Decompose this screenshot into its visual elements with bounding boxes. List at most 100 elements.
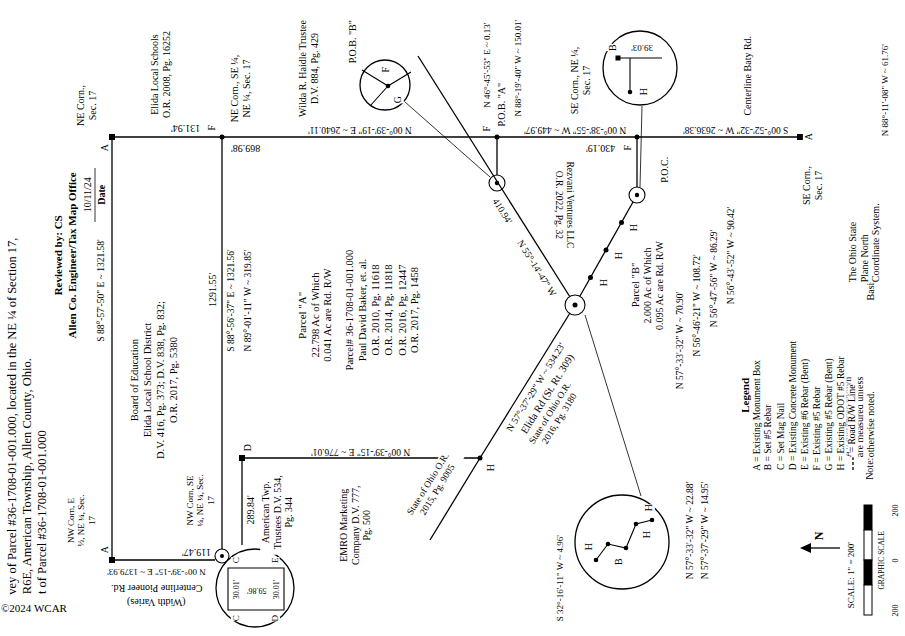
survey-markers [109,134,803,563]
plat-label: Parcel "B" [630,263,642,307]
plat-label: (Width Varies) [127,596,186,608]
plat-label: O.R. 2014, Pg. 11818 [383,265,395,356]
plat-label: N 57°-33'-32" W ~ 22.88' [685,481,696,578]
detail-label: H [637,88,649,95]
detail-label: C [231,615,241,621]
leader-lines [95,102,642,496]
plat-label: Reviewed by: CS [52,215,65,295]
plat-label: H = Existing ODOT #5 Rebar [836,356,847,470]
plat-label: Allen Co. Engineer/Tax Map Office [66,172,79,338]
plat-label: D = Existing Concrete Monument [788,341,799,470]
plat-label: Parcel "A" [296,291,309,338]
plat-label: Centerline Pioneer Rd. [111,582,202,594]
detail-label: E [270,557,280,563]
detail-lines [228,568,284,610]
plat-label: NE Corn., Sec. 17 [75,80,98,130]
plat-label: 10/11/24 [81,177,93,212]
detail-drawing [228,568,284,610]
graphic-scale [864,505,872,615]
plat-label: P.O.B. "B" [346,20,358,63]
plat-label: F [481,126,493,132]
plat-label: C = Set Mag Nail [776,403,787,470]
plat-label: N 46°-45'-53" E ~ 0.13' [482,23,492,108]
detail-circle-outline [603,31,677,105]
detail-label: H [582,543,594,550]
plat-label: GRAPHIC SCALE [877,531,886,590]
plat-label: N 57°-33'-32" W ~ 70.90' [675,291,686,388]
plat-label: A [98,144,110,151]
plat-label: Date [96,185,108,205]
plat-label: F [206,125,218,131]
plat-label: S 32°-16'-11" W ~ 4.96' [555,535,565,621]
rebar-marker [386,84,391,89]
plat-label: Centerline Baty Rd. [742,36,754,116]
plat-label: Paul David Baker, et. al. [357,259,369,362]
plat-label: P.O.C. [659,157,671,183]
plat-label: S 88°-57'-50" E ~ 1321.58' [95,239,106,342]
detail-lines [362,70,411,106]
detail-circle: B 39.03' H [602,30,678,106]
detail-circle-outline [216,549,294,627]
plat-label: 430.19' [586,142,615,154]
plat-label: 1291.55' [207,273,219,307]
plat-label: O.R. 2016, Pg. 12447 [396,264,408,355]
detail-circle: FG [359,59,411,111]
plat-label: 22.798 Ac of Which 0.041 Ac are Rd. R/W [310,260,334,370]
plat-label: N 56°-43'-52" W ~ 90.42' [726,206,737,303]
plat-label: The Ohio State Plane North Coordinate Sy… [847,200,882,282]
detail-label: H [642,504,654,511]
plat-label: 131.94' [171,122,200,134]
detail-label: H [640,531,652,538]
plat-label: D.V. 416, Pg. 373; D.V. 838, Pg. 832; [155,301,167,459]
plat-label: SE Corn., Sec. 17 [801,160,824,210]
plat-label: N 57°-37'-29" W ~ 14.95' [700,481,711,578]
rebar-marker [650,518,655,523]
plat-label: N 56°-47'-56" W ~ 86.29' [709,229,720,326]
plat-label: SCALE: 1" = 200' [846,542,856,608]
plat-label: 2.000 Ac of Which 0.095 Ac are Rd. R/W [642,238,665,333]
plat-label: Legend [739,377,752,412]
plat-label: 119.47' [182,546,211,558]
detail-drawing [362,70,411,106]
plat-label: 289.84' [244,495,256,524]
detail-outline [574,494,670,590]
plat-label: H [612,252,624,259]
plat-label: N 89°-01'-11" W ~ 319.85' [243,249,254,351]
plat-label: H [627,224,639,231]
rebar-marker [628,90,633,95]
plat-label: B = Set #5 Rebar [763,404,774,470]
plat-label: t of Parcel #36-1708-01-001.000 [35,430,49,594]
rebar-marker [594,558,599,563]
plat-label: SE Corn., NE ¼, Sec. 17 [569,43,592,118]
detail-label: 30.01' [232,579,241,598]
plat-label: N 00°-39'-19" E ~ 2640.11' [308,124,412,135]
plat-label: 410.94' [490,196,514,225]
detail-label: 30.01' [272,579,281,598]
detail-label: B [606,44,618,51]
plat-label: N 00°-39'-15" E ~ 1379.93' [107,567,206,577]
plat-label: A [802,133,814,140]
detail-circle: H B H H [574,494,670,590]
plat-label: 869.98' [231,142,260,154]
plat-label: Elida Local School District [142,323,154,438]
detail-label: 39.03' [631,43,653,53]
plat-label: vey of Parcel #36-1708-01-001.000, locat… [5,237,19,594]
detail-lines [596,520,652,560]
plat-label: N 00°-38'-55" W ~ 449.97' [524,124,626,135]
plat-label: E = Existing #6 Rebar (Bent) [800,359,811,470]
plat-label: NE Corn., SE ¼, NE ¼, Sec. 17 [229,49,252,127]
plat-label: ©2024 WCAR [1,602,67,615]
detail-label: G [391,96,403,103]
detail-label: D [270,615,280,622]
plat-label: A = Existing Monument Box [752,360,763,470]
plat-label: Rezvani Ventures LLC O.R. 2022, Pg. 32 [553,155,575,255]
plat-label: N 88°-19'-40" W ~ 150.01' [513,20,523,117]
plat-label: G = Existing #5 Rebar (Bent) [824,358,835,470]
plat-label: R6E, American Township, Allen County, Oh… [20,358,34,594]
plat-label: Wilda R. Haidle Trustee D.V. 884, Pg. 42… [297,12,320,124]
plat-label: = Road R/W Line [847,384,858,452]
detail-circle-outline [575,495,669,589]
detail-label: B [612,558,624,565]
plat-label: Elida Local Schools O.R. 2008, Pg. 16252 [149,24,172,124]
